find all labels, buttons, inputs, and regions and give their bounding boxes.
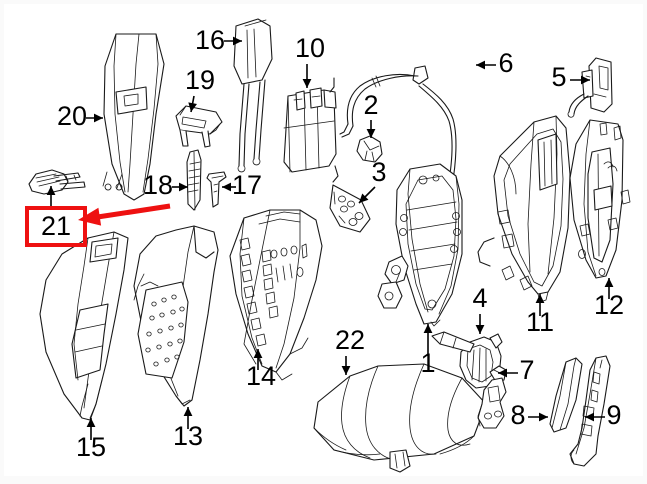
callout-number-16: 16 [195,25,225,55]
callout-arrowhead-22 [341,366,351,375]
callout-number-10: 10 [295,33,325,63]
callout-number-7: 7 [519,355,534,385]
callout-arrowhead-7 [498,368,507,378]
callout-number-11: 11 [526,307,554,337]
callout-arrowhead-6 [476,60,485,70]
callout-arrowhead-2 [366,129,376,138]
part-11-side-shield-outer [477,115,571,303]
callout-number-19: 19 [185,65,215,95]
callout-arrowhead-20 [94,113,103,123]
callout-arrowhead-3 [359,193,369,203]
callout-number-15: 15 [76,432,106,462]
part-14-inner-seat-shell [229,209,323,381]
part-17-screw-pin [206,171,227,208]
part-4-recliner-motor [431,331,503,389]
part-10-headrest-guide-frame [283,77,339,183]
callout-arrowhead-4 [475,325,485,334]
callout-number-18: 18 [143,170,173,200]
callout-number-5: 5 [551,62,566,92]
callout-number-1: 1 [420,348,435,378]
part-3-perforated-panel [329,184,371,233]
callout-number-21: 21 [41,211,71,241]
part-15-side-bolster-cover [39,231,129,421]
callout-number-13: 13 [173,421,203,451]
callout-arrowhead-21 [46,186,56,195]
part-8-trim-strip-left [549,357,583,433]
highlight-arrow-line [93,203,171,220]
callout-arrowhead-15 [86,418,96,427]
highlight-box [25,206,87,247]
part-20-headrest-post-guide [102,33,165,201]
callout-arrowhead-12 [604,278,614,287]
part-5-latch-assembly [567,57,613,118]
callout-number-3: 3 [371,157,386,187]
callout-arrowhead-5 [581,75,590,85]
callout-arrowhead-9 [585,412,594,422]
callout-number-17: 17 [232,170,262,200]
callout-arrowhead-17 [222,182,231,192]
part-12-back-panel-trim [569,119,631,279]
callout-arrowhead-10 [302,79,312,88]
highlight-arrow-head [78,207,102,226]
callout-arrowhead-19 [188,102,197,112]
callout-number-14: 14 [246,361,276,391]
callout-number-6: 6 [498,48,513,78]
part-18-adjuster-bolt [186,149,202,211]
callout-arrowhead-1 [423,324,433,333]
callout-number-4: 4 [472,283,487,313]
callout-leaders [46,36,614,440]
callout-number-2: 2 [363,90,378,120]
callout-number-12: 12 [594,290,624,320]
part-1-seat-back-frame [377,163,463,327]
callout-arrowhead-14 [253,349,263,358]
part-22-seat-cushion [313,363,487,473]
callout-arrowhead-8 [539,412,548,422]
callout-arrowhead-16 [233,36,242,46]
part-9-trim-strip-right [569,355,611,467]
callout-number-22: 22 [335,325,365,355]
callout-number-20: 20 [57,101,87,131]
part-21-key-fob [28,169,86,195]
callout-arrowhead-11 [535,294,545,303]
callout-arrowhead-18 [179,182,188,192]
callout-number-8: 8 [510,400,525,430]
part-13-perforated-side-bolster [133,225,219,407]
highlight-overlay [25,203,171,247]
callout-arrowhead-13 [183,407,193,416]
part-16-headrest [233,18,273,173]
part-19-switch-housing [175,105,223,148]
callout-number-9: 9 [606,400,621,430]
